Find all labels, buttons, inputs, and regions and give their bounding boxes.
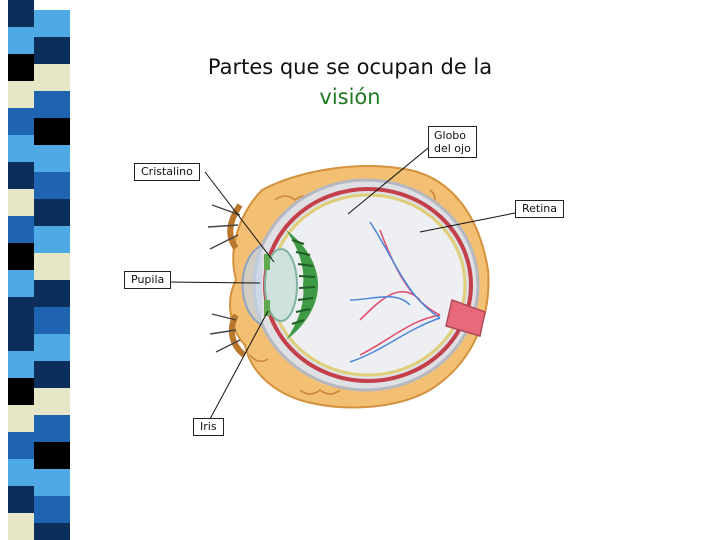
lower-eyelid [228,313,247,358]
stripe-block [34,253,70,280]
label-iris: Iris [193,418,224,436]
stripe-block [8,216,34,243]
stripe-block [8,297,34,324]
upper-eyelid [227,203,243,250]
retina-layer [269,193,467,377]
stripe-block [34,199,70,226]
pointer-iris [209,310,269,420]
pointer-cristalino [204,171,275,263]
iris-lower [264,300,270,316]
stripe-block [34,37,70,64]
stripe-block [34,172,70,199]
pointer-retina [419,212,516,233]
pointer-globo [347,143,434,215]
lens [264,248,298,322]
cornea [241,244,263,326]
stripe-block [8,243,34,270]
lower-eyelashes [209,313,241,353]
stripe-block [34,307,70,334]
label-cristalino: Cristalino [134,163,200,181]
stripe-block [8,351,34,378]
stripe-block [8,513,34,540]
stripe-block [8,405,34,432]
stripe-block [34,145,70,172]
iris-upper [264,254,270,270]
stripe-block [34,469,70,496]
stripe-block [34,334,70,361]
stripe-block [34,361,70,388]
stripe-block [8,459,34,486]
label-globo-line-1: Globo [434,129,467,142]
stripe-block [8,162,34,189]
stripe-block [34,64,70,91]
label-retina: Retina [515,200,564,218]
ciliary-body [286,230,318,340]
upper-eyelashes [207,204,241,250]
slide-title: Partes que se ocupan de la visión [160,52,540,112]
stripe-block [34,415,70,442]
stripe-block [34,442,70,469]
stripe-block [8,324,34,351]
decorative-stripe-band [8,0,70,540]
stripe-block [8,81,34,108]
label-globo-del-ojo: Globo del ojo [428,126,477,158]
stripe-block [34,523,70,540]
ciliary-folds [291,239,316,325]
stripe-block [8,270,34,297]
stripe-block [34,10,70,37]
stripe-block [8,189,34,216]
stripe-block [8,378,34,405]
pointer-pupila [167,281,261,284]
stripe-block [34,118,70,145]
stripe-block [34,388,70,415]
stripe-block [34,496,70,523]
stripe-block [8,54,34,81]
stripe-block [8,108,34,135]
stripe-block [8,432,34,459]
retinal-vessels-blue [349,221,441,363]
title-line-1: Partes que se ocupan de la [207,55,493,79]
optic-nerve [445,299,486,337]
title-line-2: visión [319,85,381,109]
stripe-block [8,135,34,162]
stripe-block [8,27,34,54]
stripe-block [34,91,70,118]
label-pupila: Pupila [124,271,172,289]
stripe-block [8,486,34,513]
stripe-block [8,0,34,27]
stripe-block [34,226,70,253]
label-globo-line-2: del ojo [434,142,471,155]
stripe-block [34,280,70,307]
